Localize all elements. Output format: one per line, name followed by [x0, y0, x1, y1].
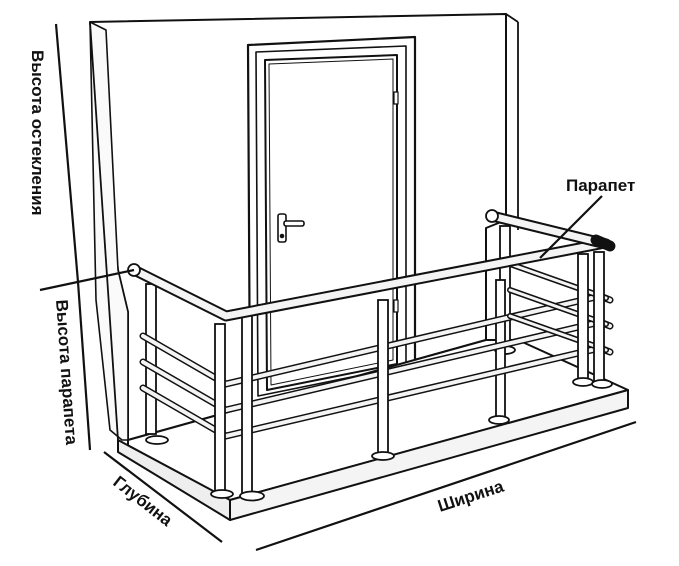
- width-label: Ширина: [435, 477, 506, 516]
- parapet-leader: [539, 195, 603, 259]
- top-handrail: [128, 210, 616, 322]
- depth-line: [103, 451, 223, 543]
- parapet-label: Парапет: [566, 176, 635, 195]
- parapet-height-label: Высота парапета: [52, 299, 81, 446]
- parapet-tick: [39, 268, 135, 292]
- parapet-height-line: [76, 281, 92, 451]
- front-posts: [210, 251, 613, 502]
- handrail-ends: [127, 209, 499, 277]
- dimension-lines: [39, 23, 637, 552]
- door-handle-icon: [277, 213, 305, 243]
- glazing-height-line: [54, 23, 80, 283]
- width-line: [255, 420, 637, 552]
- lower-rails: [139, 261, 614, 440]
- glazing-height-label: Высота остекления: [28, 50, 47, 216]
